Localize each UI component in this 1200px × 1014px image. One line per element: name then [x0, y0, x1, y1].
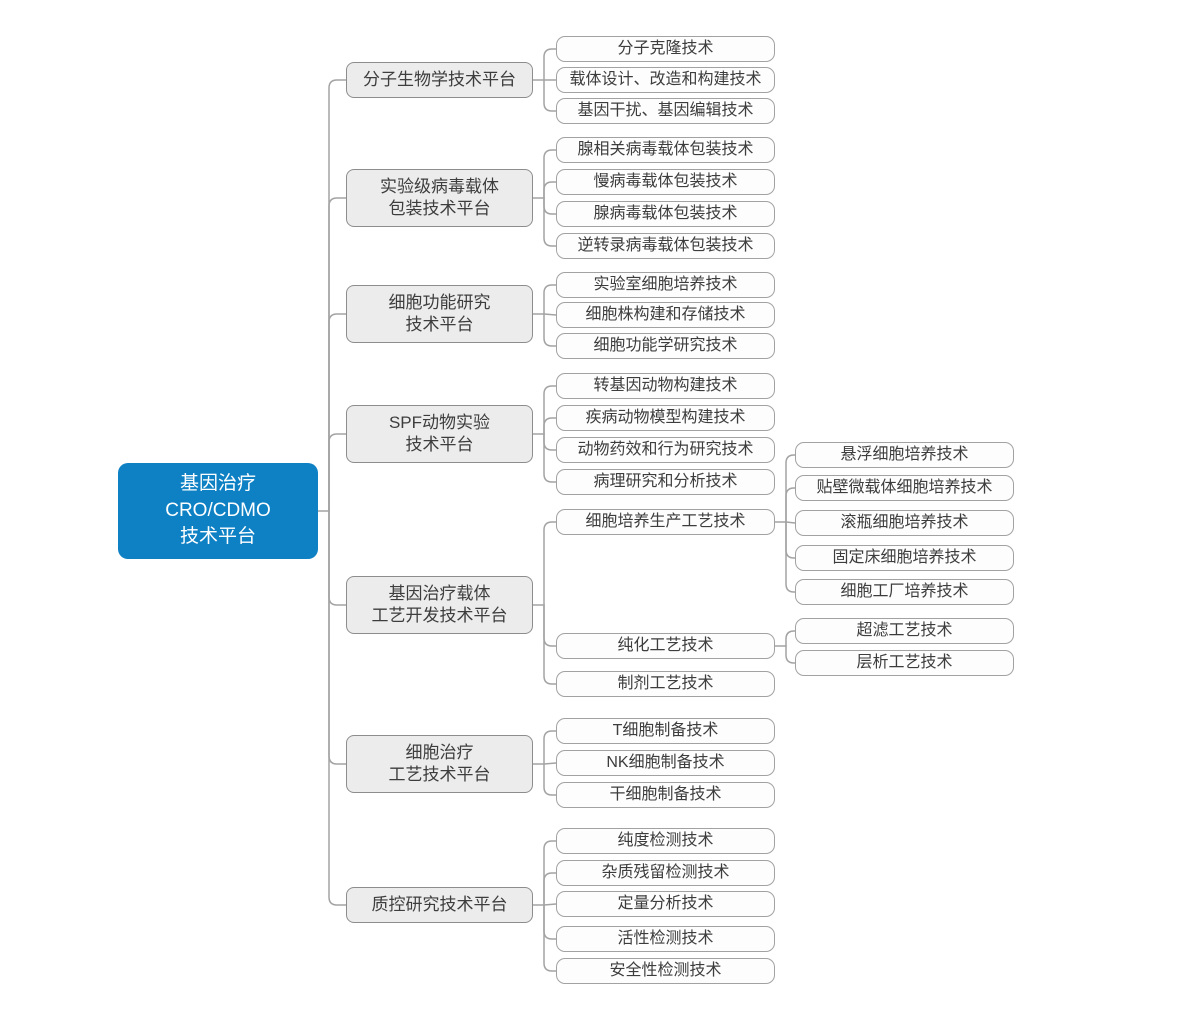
- leaf-label: 制剂工艺技术: [617, 674, 714, 692]
- branch-node-spf-animal[interactable]: SPF动物实验 技术平台: [346, 405, 533, 463]
- leaf-node[interactable]: 实验室细胞培养技术: [556, 272, 775, 298]
- leaf-node[interactable]: 疾病动物模型构建技术: [556, 405, 775, 431]
- leaf-label: 载体设计、改造和构建技术: [569, 70, 762, 88]
- leaf-node[interactable]: 贴壁微载体细胞培养技术: [795, 475, 1014, 501]
- leaf-node[interactable]: 转基因动物构建技术: [556, 373, 775, 399]
- mid-node-purification[interactable]: 纯化工艺技术: [556, 633, 775, 659]
- leaf-label: 定量分析技术: [617, 894, 714, 912]
- branch-node-cell-therapy-process[interactable]: 细胞治疗 工艺技术平台: [346, 735, 533, 793]
- leaf-node[interactable]: 病理研究和分析技术: [556, 469, 775, 495]
- leaf-label: T细胞制备技术: [612, 721, 719, 739]
- leaf-node[interactable]: 安全性检测技术: [556, 958, 775, 984]
- branch-label: 细胞功能研究 技术平台: [388, 293, 491, 334]
- leaf-label: NK细胞制备技术: [606, 753, 725, 771]
- leaf-label: 腺相关病毒载体包装技术: [577, 140, 754, 158]
- leaf-node[interactable]: 基因干扰、基因编辑技术: [556, 98, 775, 124]
- leaf-label: 固定床细胞培养技术: [832, 548, 977, 566]
- leaf-label: 动物药效和行为研究技术: [577, 440, 754, 458]
- leaf-label: 疾病动物模型构建技术: [585, 408, 746, 426]
- leaf-label: 悬浮细胞培养技术: [840, 445, 969, 463]
- mid-label: 细胞培养生产工艺技术: [585, 512, 746, 530]
- leaf-label: 层析工艺技术: [856, 653, 953, 671]
- leaf-node[interactable]: 干细胞制备技术: [556, 782, 775, 808]
- leaf-node[interactable]: 细胞株构建和存储技术: [556, 302, 775, 328]
- branch-label: SPF动物实验 技术平台: [388, 413, 491, 454]
- leaf-label: 贴壁微载体细胞培养技术: [816, 478, 993, 496]
- branch-node-vector-process-dev[interactable]: 基因治疗载体 工艺开发技术平台: [346, 576, 533, 634]
- leaf-label: 活性检测技术: [617, 929, 714, 947]
- leaf-label: 慢病毒载体包装技术: [593, 172, 738, 190]
- leaf-node[interactable]: 固定床细胞培养技术: [795, 545, 1014, 571]
- leaf-node[interactable]: T细胞制备技术: [556, 718, 775, 744]
- leaf-node[interactable]: 纯度检测技术: [556, 828, 775, 854]
- leaf-label: 超滤工艺技术: [856, 621, 953, 639]
- branch-node-molecular-biology[interactable]: 分子生物学技术平台: [346, 62, 533, 98]
- branch-node-viral-vector-packaging[interactable]: 实验级病毒载体 包装技术平台: [346, 169, 533, 227]
- leaf-label: 干细胞制备技术: [609, 785, 722, 803]
- leaf-label: 腺病毒载体包装技术: [593, 204, 738, 222]
- branch-node-qc-research[interactable]: 质控研究技术平台: [346, 887, 533, 923]
- leaf-node[interactable]: NK细胞制备技术: [556, 750, 775, 776]
- leaf-label: 细胞株构建和存储技术: [585, 305, 746, 323]
- leaf-node[interactable]: 杂质残留检测技术: [556, 860, 775, 886]
- leaf-label: 安全性检测技术: [609, 961, 722, 979]
- leaf-node[interactable]: 悬浮细胞培养技术: [795, 442, 1014, 468]
- leaf-node[interactable]: 慢病毒载体包装技术: [556, 169, 775, 195]
- root-label: 基因治疗 CRO/CDMO 技术平台: [165, 473, 271, 548]
- leaf-label: 细胞工厂培养技术: [840, 582, 969, 600]
- leaf-node[interactable]: 分子克隆技术: [556, 36, 775, 62]
- branch-node-cell-function[interactable]: 细胞功能研究 技术平台: [346, 285, 533, 343]
- leaf-node[interactable]: 逆转录病毒载体包装技术: [556, 233, 775, 259]
- branch-label: 基因治疗载体 工艺开发技术平台: [371, 584, 508, 625]
- branch-label: 细胞治疗 工艺技术平台: [388, 743, 491, 784]
- root-node[interactable]: 基因治疗 CRO/CDMO 技术平台: [118, 463, 318, 559]
- mid-label: 纯化工艺技术: [617, 636, 714, 654]
- leaf-node[interactable]: 定量分析技术: [556, 891, 775, 917]
- branch-label: 分子生物学技术平台: [363, 70, 516, 90]
- leaf-node[interactable]: 腺相关病毒载体包装技术: [556, 137, 775, 163]
- leaf-node[interactable]: 载体设计、改造和构建技术: [556, 67, 775, 93]
- branch-label: 实验级病毒载体 包装技术平台: [380, 177, 499, 218]
- leaf-node[interactable]: 制剂工艺技术: [556, 671, 775, 697]
- leaf-label: 分子克隆技术: [617, 39, 714, 57]
- leaf-label: 滚瓶细胞培养技术: [840, 513, 969, 531]
- leaf-label: 纯度检测技术: [617, 831, 714, 849]
- leaf-label: 杂质残留检测技术: [601, 863, 730, 881]
- leaf-node[interactable]: 腺病毒载体包装技术: [556, 201, 775, 227]
- leaf-label: 逆转录病毒载体包装技术: [577, 236, 754, 254]
- leaf-label: 细胞功能学研究技术: [593, 336, 738, 354]
- leaf-node[interactable]: 层析工艺技术: [795, 650, 1014, 676]
- leaf-node[interactable]: 活性检测技术: [556, 926, 775, 952]
- leaf-label: 基因干扰、基因编辑技术: [577, 101, 754, 119]
- leaf-label: 实验室细胞培养技术: [593, 275, 738, 293]
- leaf-node[interactable]: 细胞功能学研究技术: [556, 333, 775, 359]
- leaf-label: 病理研究和分析技术: [593, 472, 738, 490]
- leaf-label: 转基因动物构建技术: [593, 376, 738, 394]
- leaf-node[interactable]: 细胞工厂培养技术: [795, 579, 1014, 605]
- leaf-node[interactable]: 滚瓶细胞培养技术: [795, 510, 1014, 536]
- mid-node-cell-culture-production[interactable]: 细胞培养生产工艺技术: [556, 509, 775, 535]
- leaf-node[interactable]: 动物药效和行为研究技术: [556, 437, 775, 463]
- branch-label: 质控研究技术平台: [371, 895, 508, 915]
- leaf-node[interactable]: 超滤工艺技术: [795, 618, 1014, 644]
